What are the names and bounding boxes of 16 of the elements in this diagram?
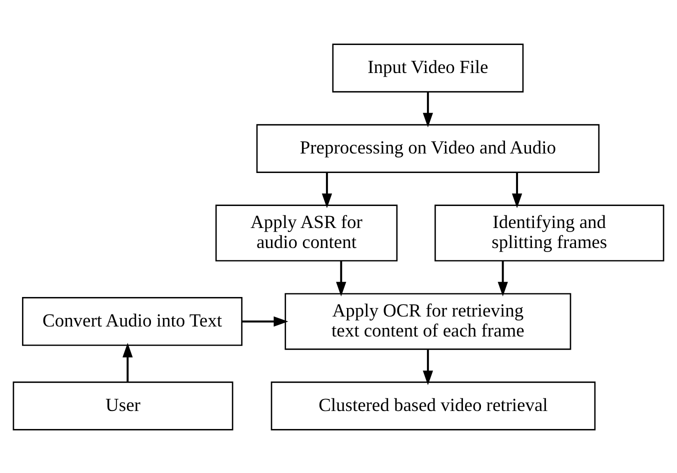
arrow	[422, 349, 434, 385]
node-box: User	[12, 381, 234, 430]
node-box: Preprocessing on Video and Audio	[256, 124, 600, 172]
node-box: Apply OCR for retrieving text content of each frame	[284, 292, 572, 350]
arrow	[422, 92, 434, 127]
node-box: Identifying and splitting frames	[434, 204, 664, 261]
node-box: Convert Audio into Text	[22, 296, 242, 346]
arrow	[498, 260, 508, 296]
node-box: Input Video File	[332, 43, 524, 92]
arrow	[512, 172, 522, 208]
arrow	[242, 316, 288, 326]
arrow	[122, 342, 133, 382]
arrow	[336, 260, 346, 296]
arrow	[322, 172, 332, 208]
node-box: Apply ASR for audio content	[215, 204, 398, 261]
node-box: Clustered based video retrieval	[270, 381, 596, 430]
